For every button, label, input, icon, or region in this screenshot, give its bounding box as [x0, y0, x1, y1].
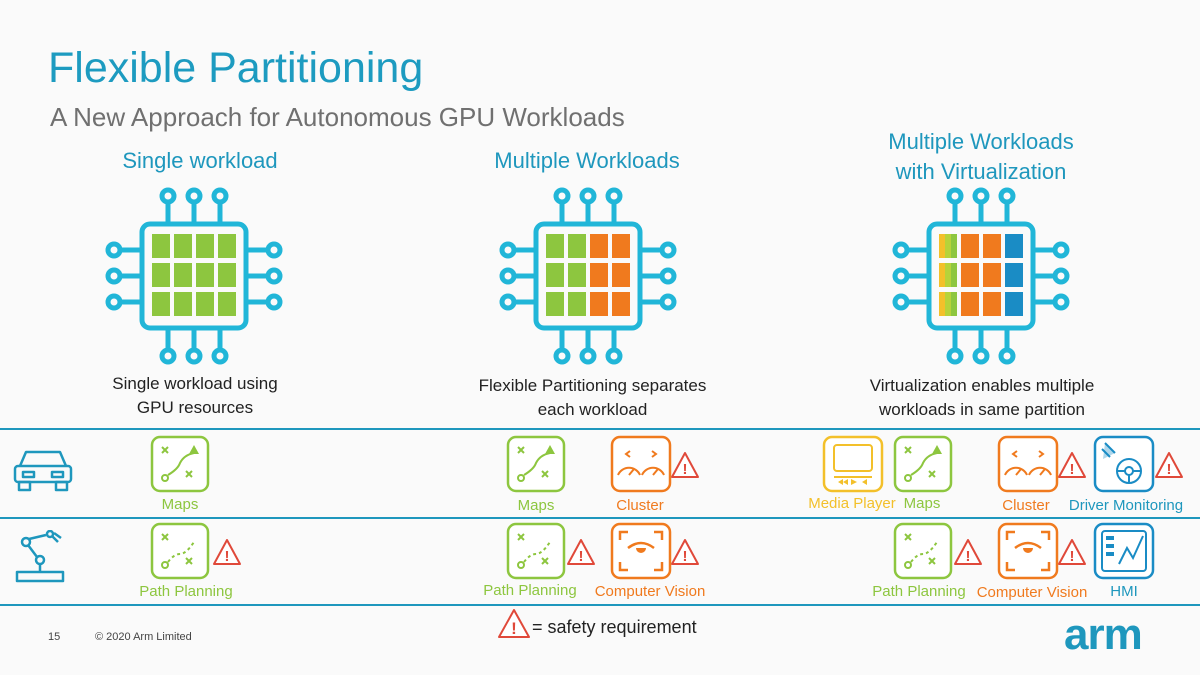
gpu-chip-single: [104, 186, 284, 366]
workload-label-path-planning: Path Planning: [139, 583, 233, 600]
warning-triangle-icon: [213, 539, 241, 566]
warning-triangle-icon: [954, 539, 982, 566]
media-player-icon: [822, 435, 884, 493]
gpu-cores: [546, 234, 630, 316]
hmi-icon: [1093, 522, 1155, 580]
description-line: GPU resources: [136, 398, 254, 417]
workload-label-path-planning: Path Planning: [872, 583, 966, 600]
gpu-chip-multiple: [498, 186, 678, 366]
path-planning-icon: [506, 522, 566, 580]
maps-icon: [893, 435, 953, 493]
workload-label-cluster: Cluster: [1002, 497, 1050, 514]
column-description-virtualization: Virtualization enables multiple workload…: [838, 374, 1126, 422]
path-planning-icon: [893, 522, 953, 580]
computer-vision-icon: [997, 522, 1059, 580]
row-divider: [0, 428, 1200, 430]
column-heading-virtualization: Multiple Workloads with Virtualization: [850, 127, 1112, 187]
gpu-cores: [152, 234, 236, 316]
heading-line: Multiple Workloads: [888, 129, 1074, 154]
driver-monitoring-icon: [1093, 435, 1155, 493]
workload-label-computer-vision: Computer Vision: [976, 584, 1088, 601]
warning-triangle-icon: [671, 452, 699, 479]
heading-line: with Virtualization: [895, 159, 1067, 184]
robot-arm-icon: [15, 530, 65, 583]
page-number: 15: [48, 631, 61, 643]
row-divider: [0, 604, 1200, 606]
description-line: Flexible Partitioning separates: [478, 376, 707, 395]
computer-vision-icon: [610, 522, 672, 580]
gpu-cores: [939, 234, 1023, 316]
gpu-chip-virtualization: [891, 186, 1071, 366]
column-description-multiple: Flexible Partitioning separates each wor…: [450, 374, 735, 422]
cluster-icon: [610, 435, 672, 493]
description-line: Single workload using: [112, 374, 278, 393]
workload-label-path-planning: Path Planning: [483, 582, 577, 599]
description-line: each workload: [537, 400, 648, 419]
column-heading-single: Single workload: [122, 148, 278, 173]
warning-triangle-icon: [567, 539, 595, 566]
workload-label-maps: Maps: [161, 496, 199, 513]
slide-title: Flexible Partitioning: [48, 44, 424, 92]
description-line: Virtualization enables multiple: [869, 376, 1095, 395]
slide-subtitle: A New Approach for Autonomous GPU Worklo…: [50, 102, 625, 132]
workload-label-cluster: Cluster: [616, 497, 664, 514]
car-icon: [13, 450, 73, 492]
maps-icon: [506, 435, 566, 493]
description-line: workloads in same partition: [879, 400, 1085, 419]
arm-logo: arm: [1064, 610, 1143, 659]
warning-triangle-icon: [1058, 452, 1086, 479]
column-description-single: Single workload using GPU resources: [70, 372, 320, 420]
legend-text: = safety requirement: [532, 617, 697, 637]
path-planning-icon: [150, 522, 210, 580]
warning-triangle-icon: [1058, 539, 1086, 566]
workload-label-computer-vision: Computer Vision: [594, 583, 706, 600]
workload-label-media-player: Media Player: [808, 495, 896, 512]
copyright: © 2020 Arm Limited: [95, 631, 192, 643]
maps-icon: [150, 435, 210, 493]
warning-triangle-icon: [1155, 452, 1183, 479]
column-heading-multiple: Multiple Workloads: [494, 148, 680, 173]
workload-label-driver-monitoring: Driver Monitoring: [1068, 497, 1184, 514]
row-divider: [0, 517, 1200, 519]
svg-text:!: !: [511, 619, 517, 638]
workload-label-maps: Maps: [903, 495, 941, 512]
workload-label-hmi: HMI: [1110, 583, 1138, 600]
warning-triangle-icon: [671, 539, 699, 566]
warning-triangle-icon: !: [498, 609, 530, 638]
cluster-icon: [997, 435, 1059, 493]
workload-label-maps: Maps: [517, 497, 555, 514]
